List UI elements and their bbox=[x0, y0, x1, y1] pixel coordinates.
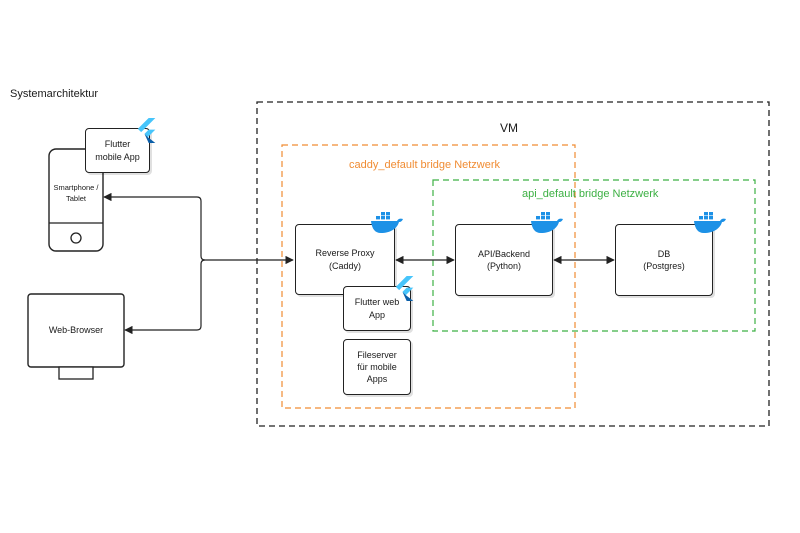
flutter-logo-icon bbox=[137, 118, 156, 143]
api-network-boundary bbox=[432, 179, 756, 332]
docker-whale-icon bbox=[531, 212, 563, 233]
flutter-mobile-app-node[interactable]: Flutter mobile App bbox=[85, 128, 150, 173]
web-browser-label: Web-Browser bbox=[48, 325, 104, 335]
api-backend-label: API/Backend (Python) bbox=[477, 248, 531, 271]
monitor-device bbox=[27, 293, 125, 380]
fileserver-label: Fileserver für mobile Apps bbox=[357, 349, 397, 385]
flutter-web-app-node[interactable]: Flutter web App bbox=[343, 286, 411, 331]
docker-whale-icon bbox=[694, 212, 726, 233]
caddy-network-label: caddy_default bridge Netzwerk bbox=[349, 159, 501, 171]
db-node[interactable]: DB (Postgres) bbox=[615, 224, 713, 296]
flutter-mobile-app-label: Flutter mobile App bbox=[95, 139, 140, 162]
flutter-logo-icon bbox=[395, 276, 414, 301]
diagram-title: Systemarchitektur bbox=[10, 88, 99, 100]
smartphone-device bbox=[48, 148, 104, 252]
connector-smartphone-proxy bbox=[103, 192, 294, 265]
vm-label: VM bbox=[500, 121, 518, 135]
docker-whale-icon bbox=[371, 212, 403, 233]
connector-browser-proxy bbox=[124, 259, 206, 335]
api-network-label: api_default bridge Netzwerk bbox=[522, 188, 659, 200]
caddy-network-boundary bbox=[281, 144, 576, 409]
flutter-web-app-label: Flutter web App bbox=[354, 297, 400, 320]
reverse-proxy-node[interactable]: Reverse Proxy (Caddy) bbox=[295, 224, 395, 295]
db-label: DB (Postgres) bbox=[643, 248, 685, 271]
fileserver-node[interactable]: Fileserver für mobile Apps bbox=[343, 339, 411, 395]
reverse-proxy-label: Reverse Proxy (Caddy) bbox=[315, 248, 375, 271]
smartphone-label: Smartphone / Tablet bbox=[53, 183, 99, 203]
api-backend-node[interactable]: API/Backend (Python) bbox=[455, 224, 553, 296]
